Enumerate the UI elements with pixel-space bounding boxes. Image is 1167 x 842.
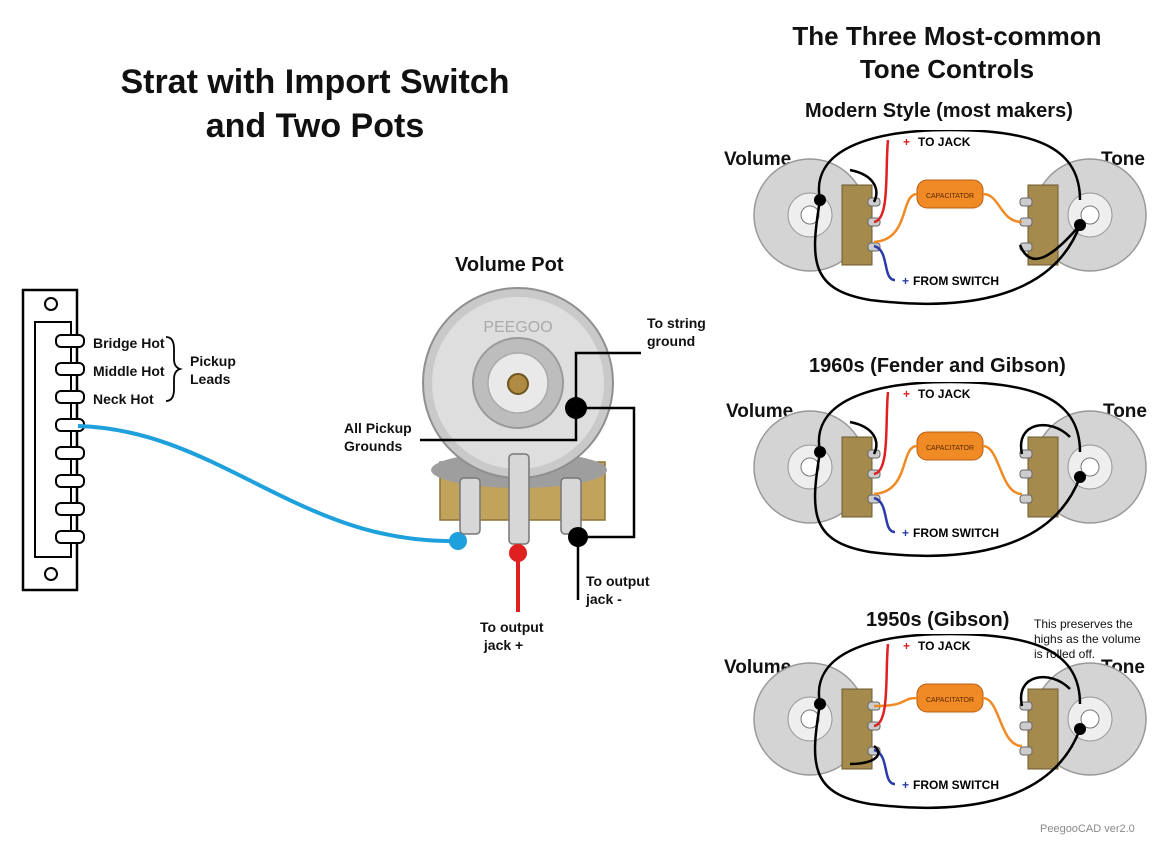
blue-wire-dot bbox=[449, 532, 467, 550]
black-wires bbox=[813, 634, 1082, 810]
1950s-wiring-svg: CAPACITATOR TO JACK + FROM SWITCH + bbox=[753, 634, 1147, 810]
orange-wire bbox=[873, 444, 1023, 496]
volume-label: Volume bbox=[726, 401, 794, 422]
from-switch-label: FROM SWITCH bbox=[913, 778, 999, 792]
volume-pot: PEEGOO bbox=[422, 287, 614, 545]
pickup-brace bbox=[165, 336, 183, 402]
pickup-leads-label: Pickup Leads bbox=[190, 353, 236, 387]
black-wires bbox=[813, 382, 1082, 558]
navy-wire bbox=[873, 496, 896, 534]
modern-wiring-svg: CAPACITATOR TO JACK + FROM SWITCH + bbox=[753, 130, 1147, 306]
section-title: 1950s (Gibson) bbox=[866, 609, 1010, 631]
ground-junction-dot bbox=[565, 397, 587, 419]
all-grounds-label: All Pickup Grounds bbox=[344, 420, 412, 454]
to-jack-label: TO JACK bbox=[918, 387, 971, 401]
from-switch-label: FROM SWITCH bbox=[913, 274, 999, 288]
1960s-wiring-svg: CAPACITATOR TO JACK + FROM SWITCH + bbox=[753, 382, 1147, 558]
capacitor: CAPACITATOR bbox=[916, 179, 984, 209]
svg-text:CAPACITATOR: CAPACITATOR bbox=[926, 193, 974, 200]
neck-hot-label: Neck Hot bbox=[93, 391, 154, 407]
pot-brand-text: PEEGOO bbox=[483, 319, 552, 336]
bridge-hot-label: Bridge Hot bbox=[93, 335, 165, 351]
to-jack-label: TO JACK bbox=[918, 639, 971, 653]
red-wire-dot bbox=[509, 544, 527, 562]
output-minus-label: To output jack - bbox=[586, 573, 650, 607]
pickup-switch bbox=[21, 288, 85, 592]
tone-pot-graphic bbox=[1019, 158, 1147, 272]
svg-text:+: + bbox=[902, 778, 909, 792]
red-wire bbox=[873, 391, 890, 476]
svg-text:+: + bbox=[903, 639, 910, 653]
volume-pot-graphic bbox=[753, 158, 881, 272]
section-title: 1960s (Fender and Gibson) bbox=[809, 355, 1066, 377]
to-jack-label: TO JACK bbox=[918, 135, 971, 149]
from-switch-label: FROM SWITCH bbox=[913, 526, 999, 540]
string-ground-label: To string ground bbox=[647, 315, 706, 349]
svg-text:+: + bbox=[902, 274, 909, 288]
page-title: Strat with Import Switch and Two Pots bbox=[120, 63, 510, 145]
svg-text:+: + bbox=[903, 387, 910, 401]
red-wire bbox=[873, 643, 890, 728]
svg-text:CAPACITATOR: CAPACITATOR bbox=[926, 445, 974, 452]
orange-wire bbox=[873, 192, 1023, 244]
volume-pot-label: Volume Pot bbox=[455, 254, 564, 276]
orange-wire bbox=[873, 696, 1023, 748]
red-wire bbox=[873, 139, 890, 224]
volume-label: Volume bbox=[724, 657, 792, 678]
blue-wire bbox=[77, 424, 459, 544]
middle-hot-label: Middle Hot bbox=[93, 363, 165, 379]
output-plus-label: To output jack + bbox=[480, 619, 544, 653]
ground-lug-dot bbox=[568, 527, 588, 547]
capacitor: CAPACITATOR bbox=[916, 683, 984, 713]
capacitor: CAPACITATOR bbox=[916, 431, 984, 461]
svg-text:+: + bbox=[902, 526, 909, 540]
credit-text: PeegooCAD ver2.0 bbox=[1040, 823, 1135, 835]
strat-wiring-diagram: PEEGOO bbox=[21, 287, 641, 612]
svg-text:+: + bbox=[903, 135, 910, 149]
black-wires bbox=[813, 130, 1082, 306]
section-title: Modern Style (most makers) bbox=[805, 100, 1073, 122]
volume-label: Volume bbox=[724, 149, 792, 170]
section-note: This preserves the highs as the volume i… bbox=[1034, 617, 1141, 661]
navy-wire bbox=[873, 244, 896, 282]
tone-controls-title: The Three Most-common Tone Controls bbox=[792, 21, 1102, 84]
svg-text:CAPACITATOR: CAPACITATOR bbox=[926, 697, 974, 704]
